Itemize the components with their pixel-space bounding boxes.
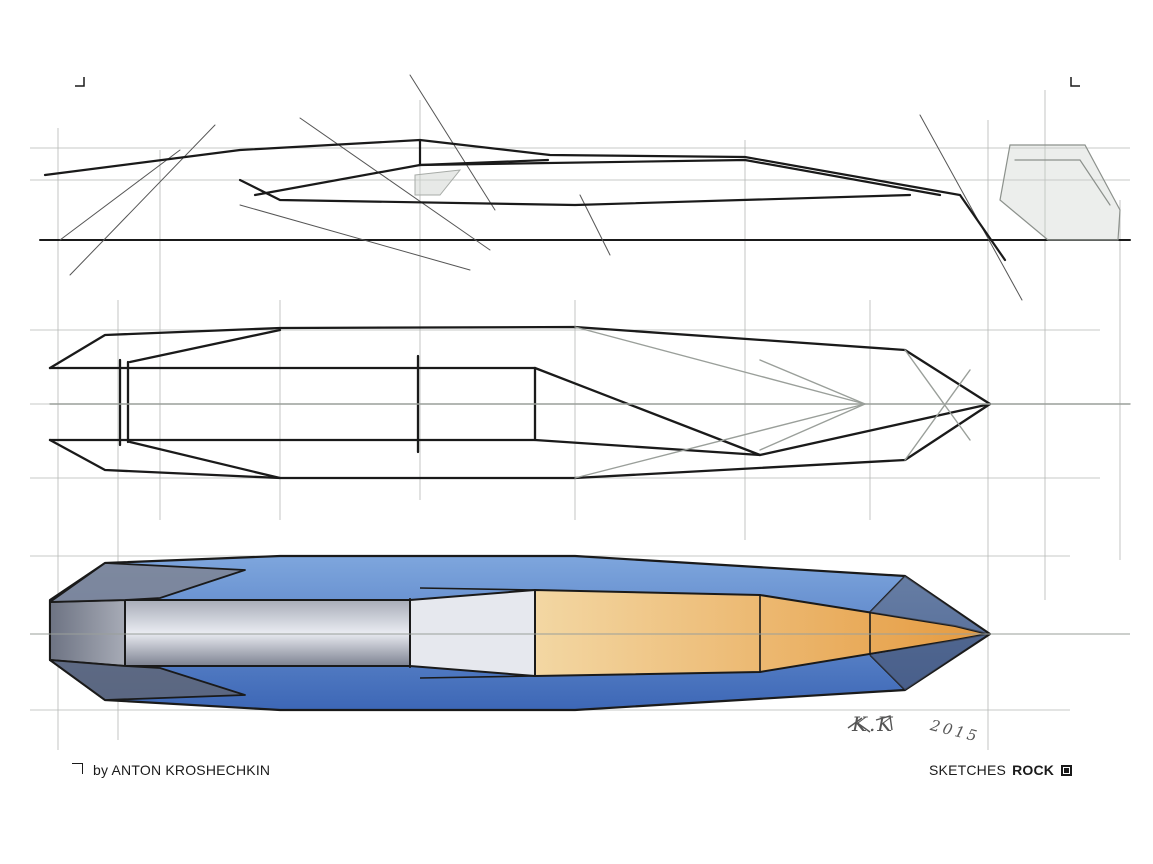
credit-prefix: by <box>93 762 109 778</box>
author-credit: by ANTON KROSHECHKIN <box>72 762 270 778</box>
brand-mark: SKETCHES ROCK <box>929 762 1073 778</box>
brand-word: SKETCHES <box>929 762 1007 778</box>
crop-marks <box>75 77 1080 87</box>
rendered-top-view <box>30 554 1130 712</box>
corner-mark-icon <box>72 763 83 774</box>
square-logo-icon <box>1061 765 1073 776</box>
top-view-sketch <box>48 325 1131 480</box>
side-view-sketch <box>39 74 1131 301</box>
signature-scribble <box>847 715 893 733</box>
author-name: ANTON KROSHECHKIN <box>111 762 271 778</box>
signature-initials: K.K <box>852 712 895 736</box>
brand-strong: ROCK <box>1012 762 1055 778</box>
